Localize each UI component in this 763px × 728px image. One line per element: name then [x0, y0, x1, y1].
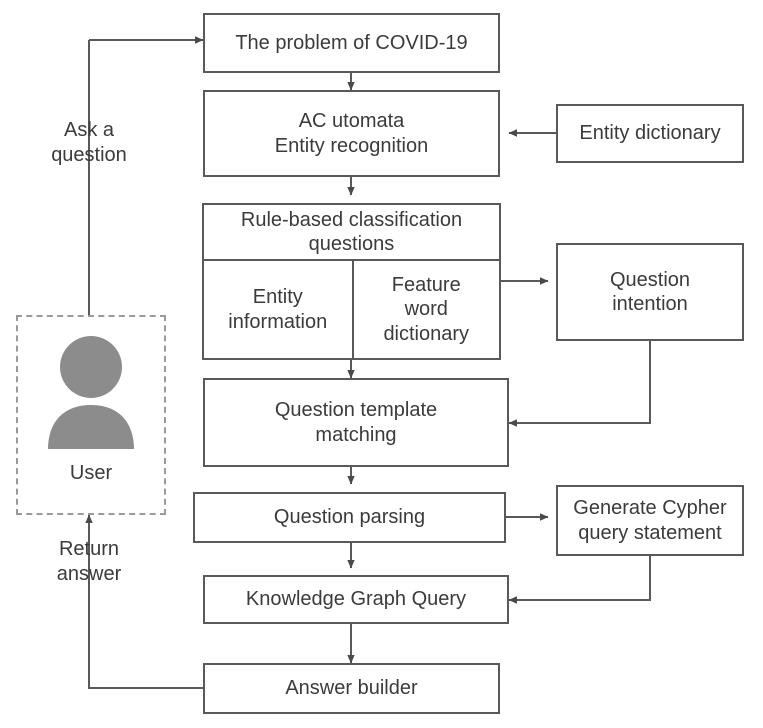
node-answer-builder[interactable]: Answer builder	[203, 663, 500, 714]
node-question-parsing[interactable]: Question parsing	[193, 492, 506, 543]
user-label: User	[69, 462, 113, 484]
node-question-intention[interactable]: Question intention	[556, 243, 744, 341]
node-feature-word-dictionary[interactable]: Feature word dictionary	[351, 261, 500, 358]
node-the-problem-of-covid-19[interactable]: The problem of COVID-19	[203, 13, 500, 73]
node-knowledge-graph-query[interactable]: Knowledge Graph Query	[203, 575, 509, 624]
node-ac-utomata-entity-recognition[interactable]: AC utomata Entity recognition	[203, 90, 500, 177]
node-entity-dictionary[interactable]: Entity dictionary	[556, 104, 744, 163]
edge-label-ask-a-question: Ask a question	[51, 119, 127, 166]
node-rule-based-classification-group[interactable]: Rule-based classification questions Enti…	[202, 203, 501, 360]
node-entity-information[interactable]: Entity information	[228, 286, 328, 333]
edge-label-return-answer: Return answer	[56, 538, 122, 585]
node-rule-based-classification-questions: Rule-based classification questions	[204, 205, 499, 261]
rule-based-subcells: Entity information Feature word dictiona…	[204, 261, 499, 358]
edge-intention-to-template	[508, 341, 651, 427]
node-generate-cypher-query-statement[interactable]: Generate Cypher query statement	[556, 485, 744, 556]
node-question-template-matching[interactable]: Question template matching	[203, 378, 509, 467]
edge-cypher-to-kgquery	[508, 556, 651, 604]
node-user[interactable]: User	[16, 315, 166, 515]
user-avatar-icon	[39, 333, 143, 456]
